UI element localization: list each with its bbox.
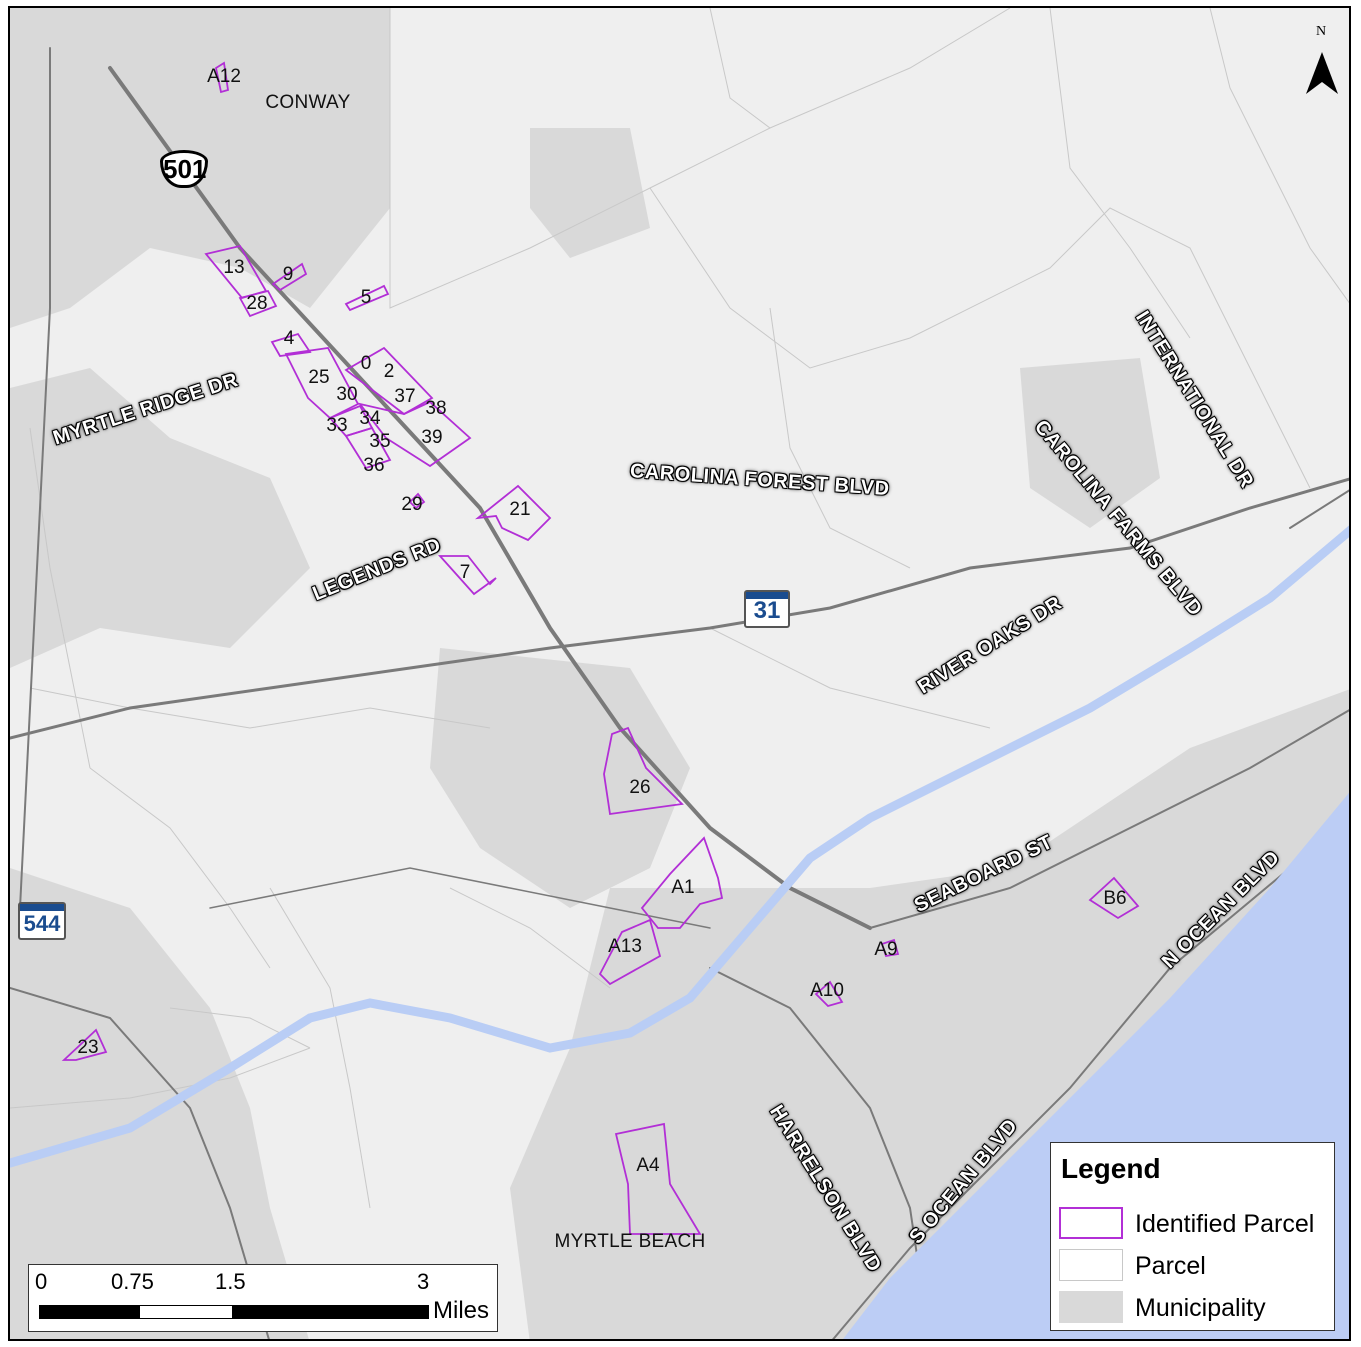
- parcel-label-23[interactable]: 23: [77, 1037, 99, 1058]
- scale-segment-2: [139, 1305, 233, 1319]
- parcel-label-36[interactable]: 36: [363, 455, 385, 476]
- scale-tick-1-5: 1.5: [215, 1269, 246, 1294]
- parcel-label-33[interactable]: 33: [326, 415, 348, 436]
- us-501-number: 501: [163, 154, 207, 184]
- scale-segment-3: [233, 1305, 429, 1319]
- map-frame: CONWAY MYRTLE BEACH MYRTLE RIDGE DR LEGE…: [8, 6, 1351, 1341]
- identified-parcel-swatch: [1059, 1207, 1123, 1239]
- scale-tick-3: 3: [417, 1269, 430, 1294]
- waterway: [10, 525, 1349, 1168]
- scale-tick-0-75: 0.75: [111, 1269, 154, 1294]
- legend-label-parcel: Parcel: [1135, 1252, 1206, 1280]
- parcel-label-13[interactable]: 13: [223, 257, 245, 278]
- north-arrow-icon: [1306, 52, 1338, 94]
- parcel-label-a1[interactable]: A1: [671, 877, 695, 898]
- town-label-conway: CONWAY: [265, 92, 351, 113]
- sc-544-shield-icon: 544: [18, 902, 66, 940]
- municipality-areas: [10, 8, 1349, 1339]
- parcel-label-a13[interactable]: A13: [608, 936, 642, 957]
- legend-label-municipality: Municipality: [1135, 1294, 1266, 1322]
- scale-tick-0: 0: [35, 1269, 48, 1294]
- legend-title: Legend: [1061, 1153, 1161, 1184]
- parcel-label-21[interactable]: 21: [509, 499, 531, 520]
- identified-parcels: [61, 61, 1140, 1235]
- parcel-label-5[interactable]: 5: [360, 287, 372, 308]
- parcel-label-9[interactable]: 9: [282, 264, 294, 285]
- us-501-shield-icon: 501: [160, 150, 208, 188]
- parcel-label-35[interactable]: 35: [369, 431, 391, 452]
- parcel-label-4[interactable]: 4: [283, 328, 295, 349]
- parcel-lines: [10, 8, 1349, 1209]
- parcel-label-29[interactable]: 29: [401, 494, 423, 515]
- parcel-label-37[interactable]: 37: [394, 386, 416, 407]
- parcel-label-26[interactable]: 26: [629, 777, 651, 798]
- scale-unit: Miles: [433, 1297, 490, 1324]
- parcel-label-25[interactable]: 25: [308, 367, 330, 388]
- scale-segment-1: [39, 1305, 139, 1319]
- parcel-label-30[interactable]: 30: [336, 384, 358, 405]
- parcel-label-a9[interactable]: A9: [874, 939, 898, 960]
- parcel-label-b6[interactable]: B6: [1103, 888, 1127, 909]
- parcel-label-28[interactable]: 28: [246, 293, 268, 314]
- sc-31-shield-icon: 31: [744, 590, 790, 628]
- parcel-label-34[interactable]: 34: [359, 408, 381, 429]
- parcel-label-39[interactable]: 39: [421, 427, 443, 448]
- parcel-label-a4[interactable]: A4: [636, 1155, 660, 1176]
- municipality-swatch: [1059, 1291, 1123, 1323]
- north-arrow-label: N: [1316, 24, 1327, 39]
- legend-label-identified-parcel: Identified Parcel: [1135, 1210, 1315, 1238]
- parcel-label-2[interactable]: 2: [383, 361, 395, 382]
- parcel-label-7[interactable]: 7: [459, 562, 471, 583]
- scale-bar: 0 0.75 1.5 3 Miles: [28, 1264, 498, 1332]
- parcel-swatch: [1059, 1249, 1123, 1281]
- legend-panel: Legend Identified Parcel Parcel Municipa…: [1050, 1142, 1335, 1331]
- parcel-label-38[interactable]: 38: [425, 398, 447, 419]
- parcel-label-a10[interactable]: A10: [810, 980, 844, 1001]
- parcel-label-a12[interactable]: A12: [207, 66, 241, 87]
- sc-31-number: 31: [753, 597, 781, 624]
- north-arrow: N: [1302, 24, 1342, 98]
- sc-544-number: 544: [23, 911, 61, 936]
- town-label-myrtle-beach: MYRTLE BEACH: [554, 1231, 706, 1252]
- parcel-label-0[interactable]: 0: [360, 353, 372, 374]
